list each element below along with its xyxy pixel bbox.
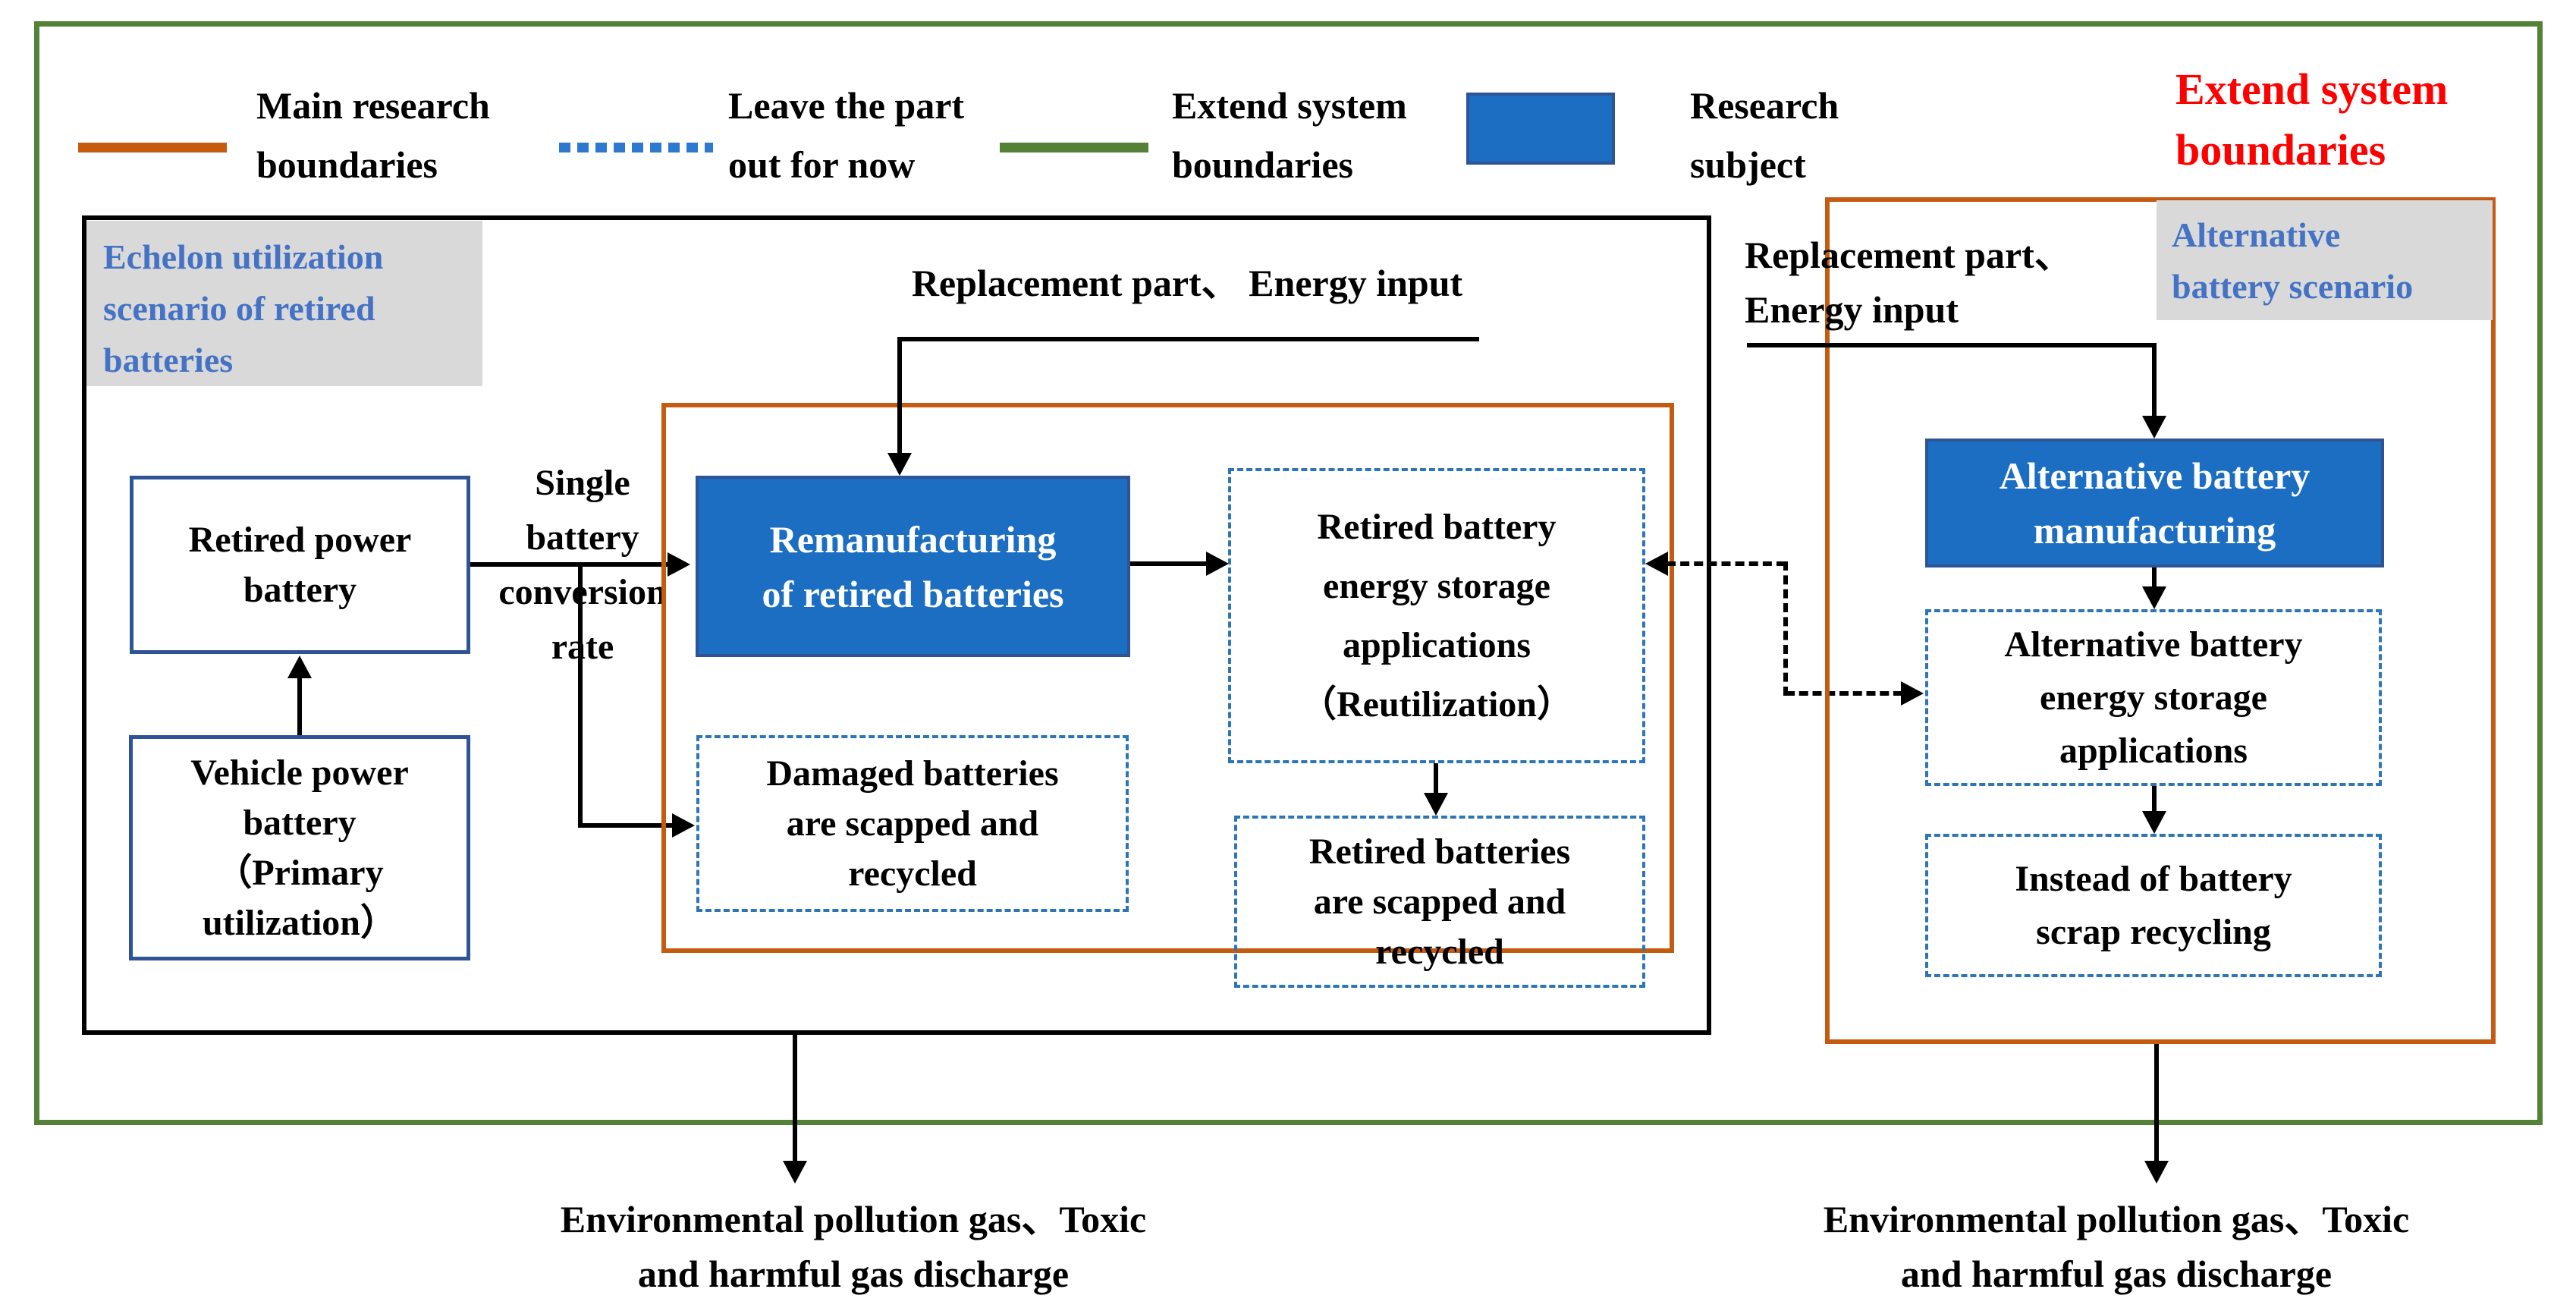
branch-conversion-right-line bbox=[578, 823, 674, 828]
arrow-retired-to-remanufacturing-line bbox=[470, 562, 669, 567]
arrow-altmanufacturing-to-storage-head bbox=[2142, 586, 2166, 609]
arrow-retired-to-remanufacturing-head bbox=[668, 552, 690, 577]
arrow-reutilization-to-scrapped-head bbox=[1424, 793, 1448, 816]
echelon-scenario-label: Echelon utilization scenario of retired … bbox=[86, 221, 482, 386]
alternative-scenario-label: Alternative battery scenario bbox=[2157, 200, 2493, 320]
emission-arrow-left-line bbox=[793, 1035, 797, 1162]
dashed-connector-right-head bbox=[1901, 681, 1924, 706]
arrow-remanufacturing-to-reutilization-head bbox=[1206, 552, 1229, 576]
legend-leave-out-dashed-line bbox=[559, 143, 713, 152]
retired-batteries-scrapped-box: Retired batteries are scapped and recycl… bbox=[1234, 816, 1645, 988]
emission-text-right: Environmental pollution gas、Toxic and ha… bbox=[1823, 1198, 2410, 1295]
extend-system-boundaries-note: Extend system boundaries bbox=[2175, 64, 2449, 174]
remanufacturing-box: Remanufacturing of retired batteries bbox=[696, 476, 1130, 657]
legend-extend-system-label: Extend system boundaries bbox=[1172, 84, 1407, 186]
branch-conversion-down-line bbox=[578, 562, 583, 828]
dashed-connector-bottom-segment bbox=[1786, 691, 1902, 696]
replacement-energy-label-right: Replacement part、 Energy input bbox=[1745, 234, 2072, 331]
legend-main-research-label: Main research boundaries bbox=[256, 84, 490, 186]
legend-research-subject-swatch bbox=[1466, 93, 1615, 165]
arrow-replacement-to-altmanufacturing-head bbox=[2142, 416, 2166, 439]
emission-text-left: Environmental pollution gas、Toxic and ha… bbox=[560, 1198, 1147, 1295]
legend-research-subject-label: Research subject bbox=[1690, 84, 1839, 186]
replacement-energy-underline-right bbox=[1747, 343, 2157, 347]
damaged-batteries-box: Damaged batteries are scapped and recycl… bbox=[696, 735, 1129, 912]
arrow-replacement-to-remanufacturing-head bbox=[887, 453, 912, 476]
arrow-to-damaged-head bbox=[672, 813, 695, 838]
arrow-storage-to-instead-head bbox=[2142, 811, 2166, 834]
arrow-altmanufacturing-to-storage-line bbox=[2152, 567, 2157, 588]
retired-power-battery-box: Retired power battery bbox=[130, 476, 470, 654]
dashed-connector-left-head bbox=[1645, 552, 1668, 576]
emission-arrow-left-head bbox=[783, 1161, 807, 1184]
alternative-storage-box: Alternative battery energy storage appli… bbox=[1925, 609, 2382, 786]
instead-scrap-recycling-box: Instead of battery scrap recycling bbox=[1925, 834, 2382, 977]
reutilization-box: Retired battery energy storage applicati… bbox=[1228, 468, 1645, 763]
echelon-boundary-frame bbox=[82, 215, 1711, 1035]
replacement-energy-label-center: Replacement part、 Energy input bbox=[911, 262, 1463, 304]
dashed-connector-top-segment bbox=[1667, 561, 1786, 566]
alternative-boundary-frame bbox=[1825, 197, 2496, 1044]
emission-arrow-right-line bbox=[2154, 1044, 2159, 1162]
legend-extend-system-line bbox=[1000, 143, 1148, 152]
arrow-vehicle-to-retired-head bbox=[287, 656, 312, 678]
emission-arrow-right-head bbox=[2144, 1161, 2169, 1184]
arrow-reutilization-to-scrapped-line bbox=[1434, 763, 1438, 795]
arrow-replacement-to-altmanufacturing-line bbox=[2152, 343, 2157, 417]
legend-main-research-line bbox=[78, 143, 227, 152]
alternative-manufacturing-box: Alternative battery manufacturing bbox=[1925, 439, 2384, 567]
legend-leave-out-label: Leave the part out for now bbox=[728, 84, 965, 186]
dashed-connector-vertical-segment bbox=[1783, 561, 1788, 696]
vehicle-power-battery-box: Vehicle power battery （Primary utilizati… bbox=[129, 735, 470, 960]
arrow-remanufacturing-to-reutilization-line bbox=[1130, 561, 1208, 566]
main-research-boundary-frame bbox=[661, 403, 1674, 953]
arrow-storage-to-instead-line bbox=[2152, 786, 2157, 813]
arrow-replacement-to-remanufacturing-line bbox=[897, 337, 902, 454]
extend-system-boundary-frame bbox=[34, 21, 2543, 1125]
arrow-vehicle-to-retired-line bbox=[297, 677, 302, 735]
replacement-energy-underline-center bbox=[897, 337, 1479, 341]
